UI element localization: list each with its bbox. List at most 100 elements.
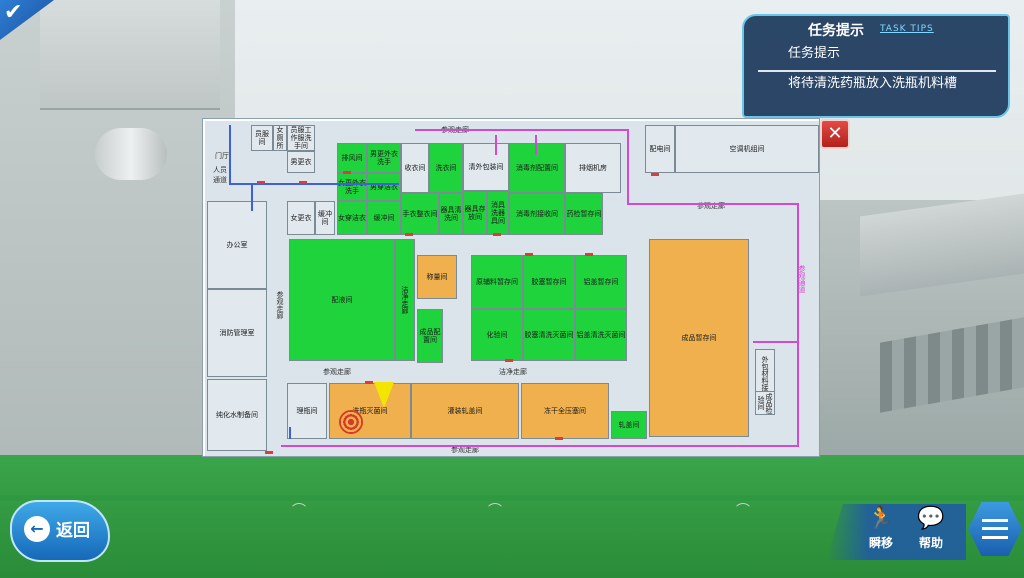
floor-plan-map[interactable]: 员服间 女厕所 员服工作服洗手间 男更衣 门厅 人员通道 排风间 男更外衣洗手 … [202, 118, 820, 457]
room[interactable]: 铝盖暂存间 [575, 255, 627, 309]
room[interactable]: 男穿洁衣 [367, 173, 401, 201]
room[interactable]: 器具清洗间 [439, 193, 463, 235]
room[interactable]: 配电间 [645, 125, 675, 173]
room: 门厅 [215, 152, 229, 160]
room[interactable]: 胶塞清洗灭菌间 [523, 309, 575, 361]
room[interactable]: 员服工作服洗手间 [287, 125, 315, 151]
room[interactable]: 消毒剂配置间 [509, 143, 565, 193]
room[interactable]: 女更外衣洗手 [337, 173, 367, 201]
help-label: 帮助 [918, 536, 943, 550]
check-mark: ✔ [4, 0, 23, 25]
route-line [627, 203, 799, 205]
room[interactable]: 器具存放间 [463, 191, 487, 235]
path-line [251, 183, 253, 211]
room[interactable]: 灌装轧盖间 [411, 383, 519, 439]
door-marker [265, 451, 273, 454]
corridor-label: 参观通道 [798, 265, 806, 293]
room[interactable]: 消具洗器具间 [487, 191, 509, 235]
teleport-button[interactable]: 🏃 瞬移 [858, 504, 904, 558]
corridor-label: 参观走廊 [323, 368, 351, 376]
room[interactable]: 缓冲间 [315, 201, 335, 235]
task-tips-divider [758, 70, 996, 72]
path-line [289, 427, 291, 439]
room[interactable]: 称量间 [417, 255, 457, 299]
teleport-running-man-icon: 🏃 [867, 506, 895, 531]
route-line [495, 135, 497, 155]
room[interactable]: 成品暂存间 [649, 239, 749, 437]
room[interactable]: 轧盖间 [611, 411, 647, 439]
route-line [281, 445, 799, 447]
room[interactable]: 清外包装间 [463, 143, 509, 191]
room[interactable]: 原辅料暂存间 [471, 255, 523, 309]
room[interactable]: 配液间 [289, 239, 395, 361]
room[interactable]: 消毒剂接收间 [509, 193, 565, 235]
back-arrow-icon: ← [24, 516, 50, 542]
door-marker [555, 437, 563, 440]
room[interactable]: 办公室 [207, 201, 267, 289]
room[interactable]: 理瓶间 [287, 383, 327, 439]
room[interactable]: 收衣间 [401, 143, 429, 193]
teleport-label: 瞬移 [868, 536, 893, 550]
room[interactable]: 冻干全压塞间 [521, 383, 609, 439]
room[interactable]: 女厕所 [273, 125, 287, 151]
route-line [797, 203, 799, 445]
room[interactable]: 洗衣间 [429, 143, 463, 193]
room[interactable]: 女穿洁衣 [337, 201, 367, 235]
door-marker [493, 233, 501, 236]
help-chat-icon: 💬 [917, 506, 945, 531]
room[interactable]: 成品检验间 [755, 391, 775, 415]
room[interactable]: 缓冲间 [367, 201, 401, 235]
room: 人员通道 [213, 166, 227, 184]
room[interactable]: 纯化水制备间 [207, 379, 267, 451]
path-line [229, 183, 399, 185]
room[interactable]: 男更衣 [287, 151, 315, 173]
room[interactable]: 化验间 [471, 309, 523, 361]
scene-hook-icon: ⌒ [736, 503, 750, 519]
task-tips-subtitle: 任务提示 [788, 46, 841, 61]
help-button[interactable]: 💬 帮助 [908, 504, 954, 558]
target-location-icon [339, 410, 363, 434]
room[interactable]: 药检暂存间 [565, 193, 603, 235]
scene-tank [95, 128, 167, 180]
room[interactable]: 排烟机房 [565, 143, 621, 193]
room[interactable]: 手衣整衣间 [401, 193, 439, 235]
path-line [229, 125, 231, 183]
room[interactable]: 女更衣 [287, 201, 315, 235]
menu-button[interactable] [968, 502, 1022, 556]
task-tips-text: 将待清洗药瓶放入洗瓶机料槽 [788, 76, 958, 91]
room[interactable]: 排风间 [337, 143, 367, 173]
route-line [627, 129, 629, 203]
door-marker [651, 173, 659, 176]
room[interactable]: 铝盖清洗灭菌间 [575, 309, 627, 361]
scene-hook-icon: ⌒ [488, 503, 502, 519]
door-marker [365, 381, 373, 384]
corridor-label: 洁净走廊 [499, 368, 527, 376]
door-marker [343, 171, 351, 174]
task-tips-title-en: TASK TIPS [880, 24, 934, 34]
room[interactable]: 消防管理室 [207, 289, 267, 377]
room[interactable]: 成品配置间 [417, 309, 443, 363]
door-marker [257, 181, 265, 184]
floor-plan-canvas: 员服间 女厕所 员服工作服洗手间 男更衣 门厅 人员通道 排风间 男更外衣洗手 … [205, 121, 819, 456]
room[interactable]: 男更外衣洗手 [367, 143, 401, 173]
back-button-label: 返回 [56, 521, 90, 541]
corridor-label: 参观走廊 [451, 446, 479, 454]
room[interactable]: 洁净走廊 [395, 239, 415, 361]
route-line [415, 129, 627, 131]
player-position-arrow-icon [374, 382, 394, 408]
room[interactable]: 胶塞暂存间 [523, 255, 575, 309]
door-marker [585, 253, 593, 256]
back-button[interactable]: ← 返回 [10, 500, 110, 562]
scene-ceiling-panel [40, 0, 220, 110]
room[interactable]: 员服间 [251, 125, 273, 151]
scene-floor-band [0, 495, 1024, 501]
task-tips-title: 任务提示 [808, 23, 864, 39]
room[interactable]: 空调机组间 [675, 125, 819, 173]
task-tips-panel: 任务提示 TASK TIPS 任务提示 将待清洗药瓶放入洗瓶机料槽 [742, 14, 1010, 118]
room[interactable]: 洗瓶灭菌间 [329, 383, 411, 439]
corridor-label: 参观走廊 [276, 291, 284, 319]
tool-bar [826, 504, 966, 560]
close-map-button[interactable]: ✕ [820, 119, 850, 149]
door-marker [405, 233, 413, 236]
